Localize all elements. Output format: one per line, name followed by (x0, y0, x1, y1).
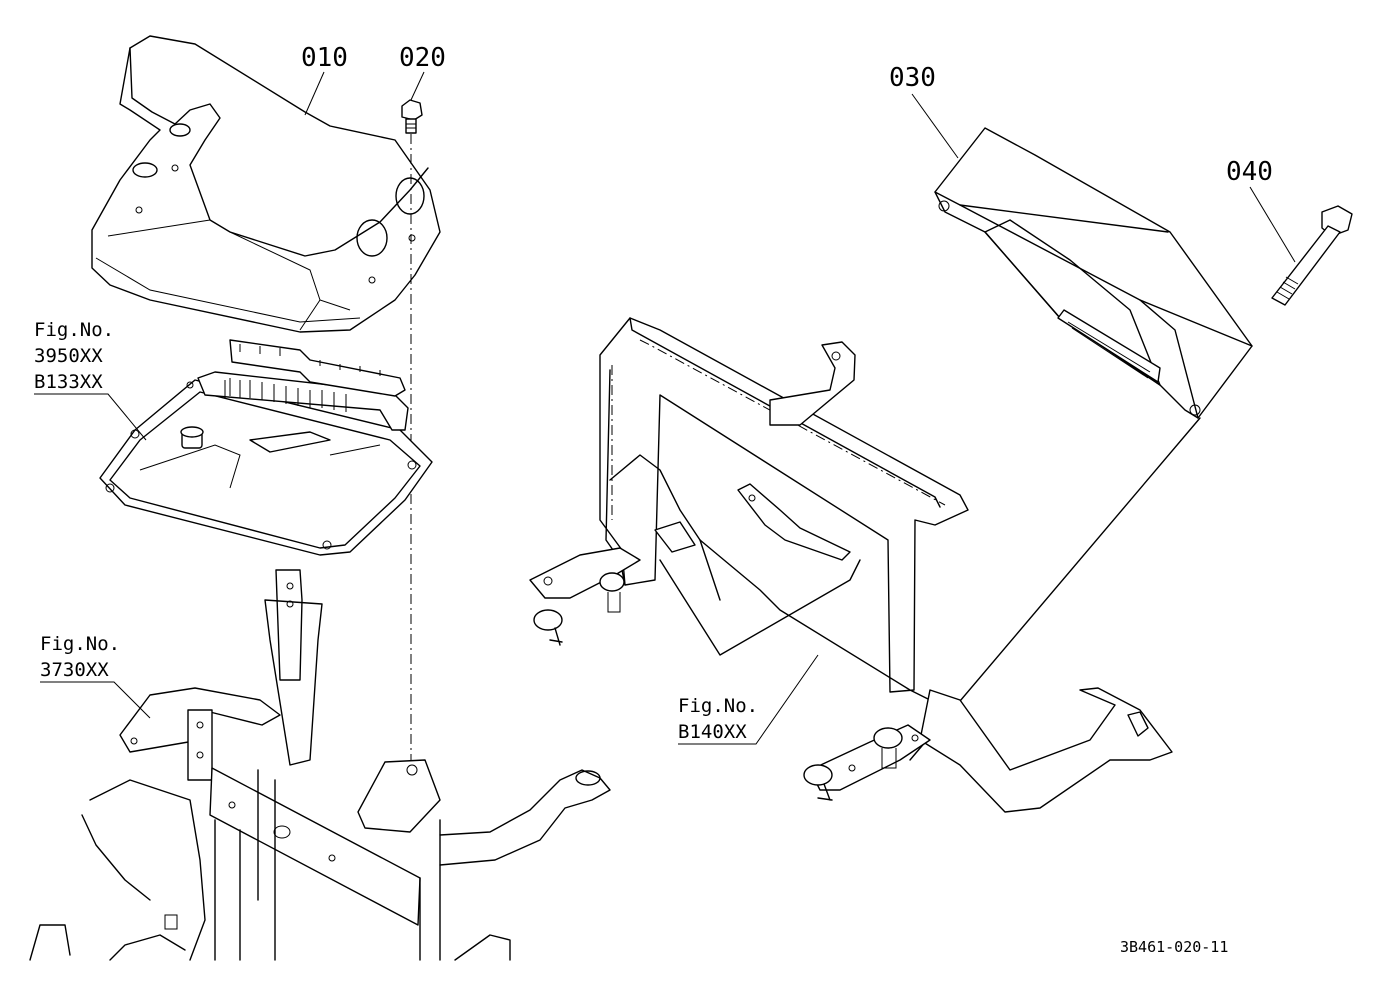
figref-bracket-label[interactable]: Fig.No. (678, 695, 758, 717)
callout-030[interactable]: 030 (889, 63, 936, 93)
leader-040 (1249, 186, 1296, 263)
figref-frame-line1[interactable]: 3730XX (40, 659, 109, 681)
long-bolt-part-040[interactable] (1271, 205, 1353, 306)
drawing-code: 3B461-020-11 (1120, 938, 1228, 956)
callout-040[interactable]: 040 (1226, 157, 1273, 187)
figref-ecu-line1[interactable]: 3950XX (34, 345, 103, 367)
leader-figref-frame (40, 681, 151, 719)
figref-frame-label[interactable]: Fig.No. (40, 633, 120, 655)
controller-unit-part-030[interactable] (934, 127, 1253, 419)
leader-010 (304, 71, 325, 116)
callout-010[interactable]: 010 (301, 43, 348, 73)
bracket-assembly[interactable] (529, 317, 1173, 813)
left-frame-assembly (29, 569, 611, 961)
leader-figref-bracket (678, 654, 819, 745)
figref-ecu-line2[interactable]: B133XX (34, 371, 103, 393)
leader-030 (911, 93, 959, 159)
figref-bracket-line1[interactable]: B140XX (678, 721, 747, 743)
leader-020 (410, 71, 425, 101)
callout-020[interactable]: 020 (399, 43, 446, 73)
figref-ecu-label[interactable]: Fig.No. (34, 319, 114, 341)
ecu-unit[interactable] (99, 339, 433, 556)
bolt-part-020[interactable] (401, 99, 423, 134)
ecu-cover-part-010[interactable] (91, 35, 441, 333)
leader-figref-ecu (34, 393, 147, 441)
